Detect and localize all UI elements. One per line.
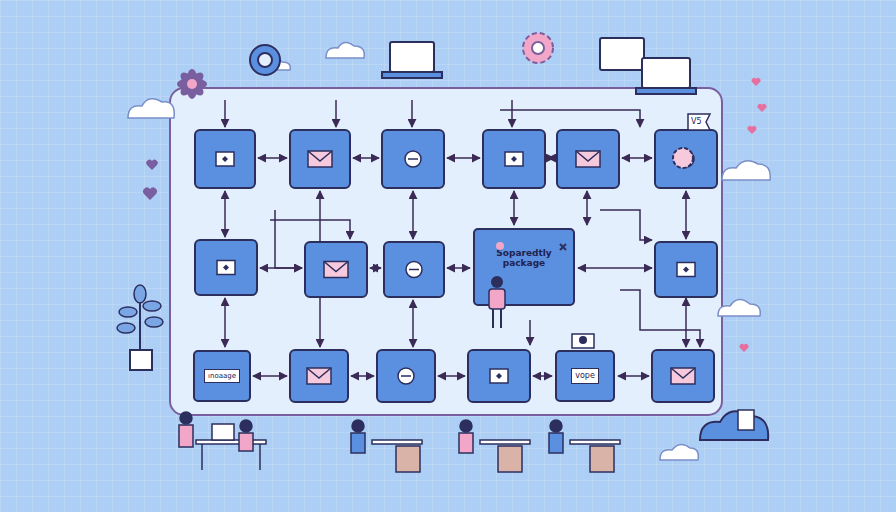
flag-label: V5 xyxy=(690,117,703,126)
version-flag xyxy=(688,114,710,130)
main-panel xyxy=(170,88,722,415)
text-box: ınoaage xyxy=(193,350,251,402)
clouds xyxy=(128,42,770,460)
people-at-desks xyxy=(179,412,620,472)
icon-box xyxy=(483,130,545,188)
icon-box xyxy=(195,240,257,295)
flow-arrow xyxy=(270,220,350,239)
node-text: vope xyxy=(571,368,599,383)
flow-arrow xyxy=(275,210,302,268)
icon-box xyxy=(655,242,717,297)
flow-arrow xyxy=(447,157,480,159)
spark-icon xyxy=(496,242,504,250)
close-icon xyxy=(560,244,566,250)
flow-arrows xyxy=(225,100,700,376)
plant xyxy=(117,285,163,370)
person-body xyxy=(489,289,505,309)
flow-arrow xyxy=(411,100,413,127)
gear-icon xyxy=(523,33,553,63)
flow-arrow xyxy=(412,300,414,347)
flow-arrow xyxy=(447,267,470,269)
icon-box xyxy=(305,242,367,297)
icon-box xyxy=(655,130,717,188)
flow-arrow xyxy=(620,290,700,347)
node-text: ınoaage xyxy=(204,369,240,383)
flow-arrow xyxy=(529,320,531,345)
flow-arrow xyxy=(586,191,588,225)
flow-arrow xyxy=(500,110,640,127)
icon-box xyxy=(290,350,348,402)
icon-box xyxy=(382,130,444,188)
flow-arrow xyxy=(618,375,649,377)
flow-arrow xyxy=(533,375,552,377)
flow-arrow xyxy=(412,191,414,239)
hearts xyxy=(143,78,766,352)
process-box: Soparedtly package xyxy=(473,228,575,306)
cloud-document xyxy=(700,410,768,440)
flow-arrow xyxy=(548,157,554,159)
flow-arrow xyxy=(513,191,515,225)
laptop-icon xyxy=(572,334,594,348)
flow-arrow xyxy=(253,375,287,377)
flow-arrow xyxy=(622,157,652,159)
node-text: Soparedtly package xyxy=(479,248,569,269)
flow-arrow xyxy=(258,157,287,159)
flow-arrow xyxy=(578,267,652,269)
icon-box xyxy=(290,130,350,188)
flow-arrow xyxy=(224,298,226,347)
flow-arrow xyxy=(353,157,379,159)
icon-box xyxy=(557,130,619,188)
flow-arrow xyxy=(438,375,465,377)
icon-boxes xyxy=(195,114,717,402)
gear-icon xyxy=(673,148,693,168)
flow-arrow xyxy=(685,298,687,347)
icon-box xyxy=(377,350,435,402)
flow-arrow xyxy=(370,267,381,269)
person-head xyxy=(491,276,503,288)
flower xyxy=(177,69,207,99)
flow-arrow xyxy=(685,191,687,239)
text-box: vope xyxy=(555,350,615,402)
icon-box xyxy=(384,242,444,297)
gear-icon xyxy=(250,45,280,75)
icon-box xyxy=(468,350,530,402)
flow-arrow xyxy=(511,100,513,127)
flow-arrow xyxy=(224,191,226,237)
flow-arrow xyxy=(224,100,226,127)
icon-box xyxy=(195,130,255,188)
flow-arrow xyxy=(351,375,374,377)
laptop-icons xyxy=(382,38,696,94)
icon-box xyxy=(652,350,714,402)
flow-arrow xyxy=(335,100,337,127)
flow-arrow xyxy=(600,210,652,240)
